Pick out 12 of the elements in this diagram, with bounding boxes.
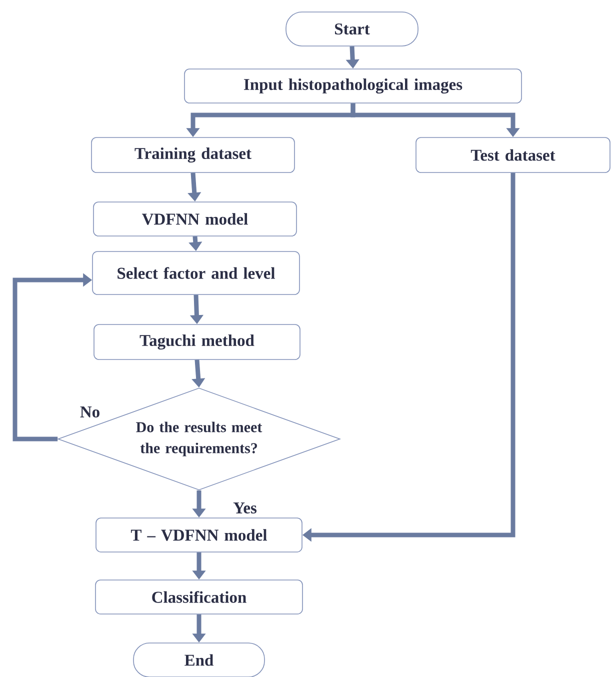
- process-box: Input histopathological images: [184, 68, 522, 104]
- edge-label: No: [78, 406, 102, 418]
- process-box: T – VDFNN model: [96, 518, 302, 552]
- edge-label: Yes: [232, 502, 258, 514]
- process-box: Select factor and level: [92, 251, 300, 295]
- terminal-box: Start: [286, 12, 418, 46]
- process-box: Training dataset: [91, 137, 295, 173]
- process-box: Classification: [95, 580, 303, 614]
- process-box: Taguchi method: [94, 324, 300, 360]
- process-box: VDFNN model: [93, 202, 297, 236]
- process-box: Test dataset: [416, 137, 610, 173]
- terminal-box: End: [133, 642, 265, 677]
